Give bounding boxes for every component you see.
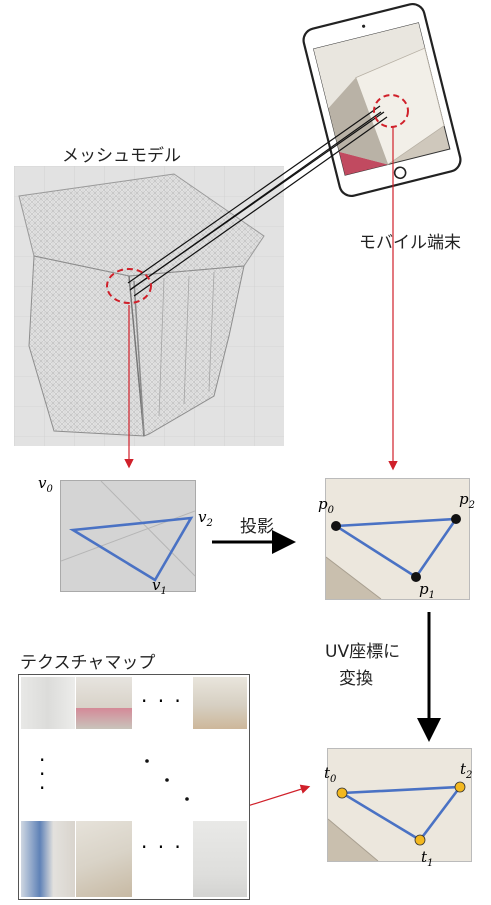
ellipsis-horizontal-bottom: · · · [141,835,183,859]
mesh-triangle [69,516,194,582]
ellipsis-horizontal-top: · · · [141,689,183,713]
vertex-v0-label: v0 [38,474,53,495]
texture-tile [193,821,247,897]
uv-triangle-panel [327,748,472,862]
projection-label: 投影 [240,517,274,537]
tablet-graphic [302,3,462,197]
texture-tile [21,821,75,897]
ellipsis-diagonal [145,759,189,801]
vertex-p2-label: p2 [459,490,475,511]
texture-map: · · · · · · · · · [18,674,250,900]
texture-tile [193,677,247,729]
uv-convert-label-line2: 変換 [339,669,373,689]
uv-convert-label-line1: UV座標に [325,642,401,662]
point-p0 [331,521,341,531]
texture-map-title: テクスチャマップ [20,653,156,673]
mesh-wireframe-graphic [14,166,284,446]
vertex-t0-label: t0 [324,764,337,785]
texture-tile [21,677,75,729]
vertex-v2-label: v2 [198,508,213,529]
point-t1 [414,834,426,846]
mesh-triangle-graphic [60,480,196,582]
mesh-model-image [14,166,284,446]
vertex-t1-label: t1 [421,848,434,869]
home-button [393,166,407,180]
mesh-model-title: メッシュモデル [62,146,181,166]
mesh-triangle-panel [60,480,196,592]
uv-triangle [337,785,463,842]
point-p2 [451,514,461,524]
vertex-t2-label: t2 [460,760,473,781]
image-triangle-panel [325,478,470,600]
point-t2 [454,781,466,793]
uv-triangle-graphic [328,781,466,861]
image-triangle-graphic [326,514,461,599]
texture-tile [76,821,132,897]
vertex-p0-label: p0 [318,495,334,516]
image-triangle [331,517,459,579]
ellipsis-vertical: · · · [39,748,46,800]
texture-tile [76,677,132,729]
vertex-p1-label: p1 [419,580,435,601]
mobile-device [297,0,467,200]
point-t0 [336,787,348,799]
vertex-v1-label: v1 [152,576,167,597]
camera-icon [362,24,366,28]
mobile-device-label: モバイル端末 [359,233,461,253]
point-p1 [411,572,421,582]
